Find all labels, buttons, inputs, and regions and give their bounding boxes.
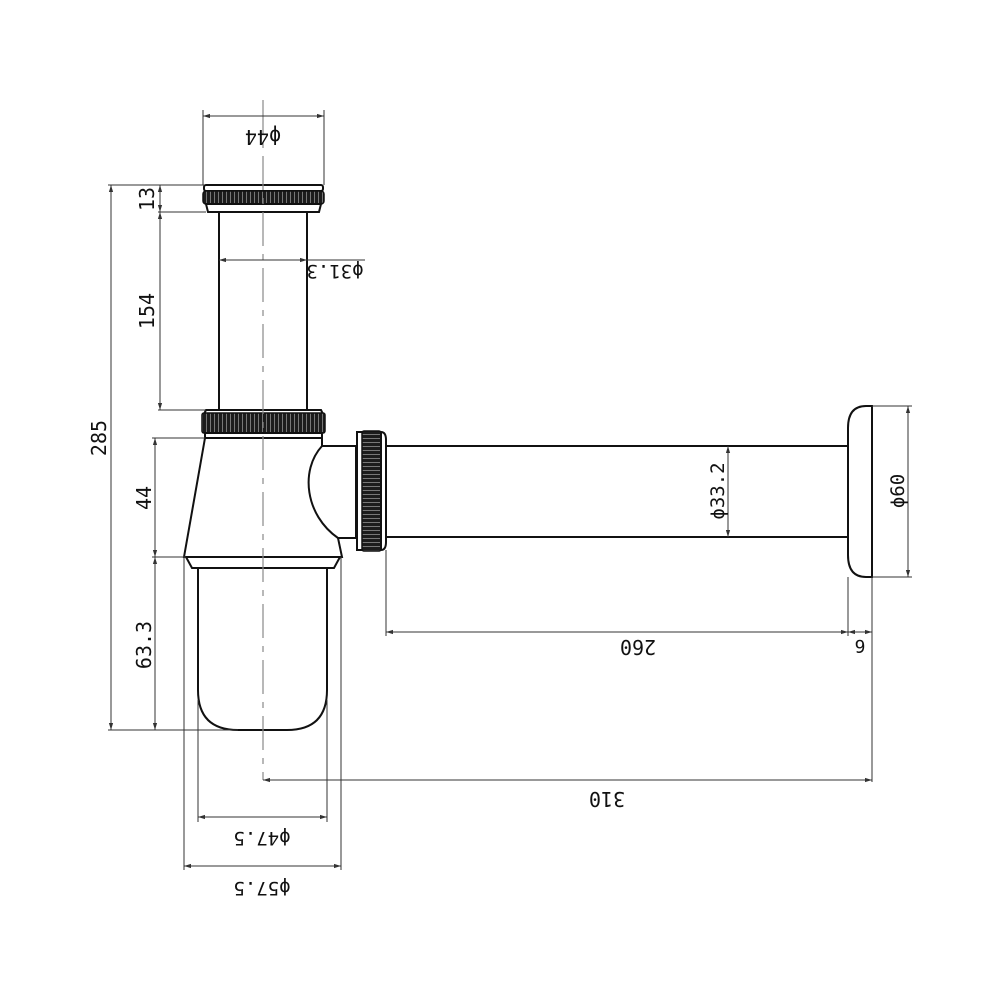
label-tailpiece-diameter: ϕ31.3: [306, 260, 363, 282]
label-flange-height: 13: [135, 187, 159, 211]
label-outlet-pipe-length: 260: [620, 635, 656, 659]
top-flange: [202, 184, 325, 213]
wall-flange: [847, 405, 873, 578]
dim-cup-inner-diameter: ϕ47.5: [197, 700, 328, 849]
dim-outlet-pipe-diameter: ϕ33.2: [707, 446, 731, 537]
label-tailpiece-length: 154: [135, 293, 159, 329]
dim-tailpiece-length: 154: [135, 212, 206, 411]
dim-wall-flange-thickness: 6: [848, 629, 872, 656]
label-cup-height: 63.3: [132, 621, 156, 669]
dim-outlet-pipe-length: 260: [385, 550, 873, 782]
dim-top-flange-diameter: ϕ44: [202, 110, 325, 185]
dim-body-outer-diameter: ϕ57.5: [183, 557, 342, 899]
outlet-pipe: [385, 445, 851, 538]
label-outlet-pipe-diameter: ϕ33.2: [707, 462, 729, 519]
outlet-knurled-nut: [356, 430, 387, 552]
dim-tailpiece-diameter: ϕ31.3: [219, 257, 365, 282]
label-wall-flange-thickness: 6: [855, 635, 866, 656]
dim-flange-height: 13: [135, 184, 206, 213]
dim-wall-flange-diameter: ϕ60: [872, 405, 912, 578]
label-overall-projection: 310: [589, 787, 625, 811]
dim-overall-height: 285: [87, 184, 238, 731]
dim-cup-height: 63.3: [132, 557, 158, 730]
label-wall-flange-diameter: ϕ60: [887, 474, 909, 508]
dim-body-height: 44: [132, 437, 205, 558]
dimensions: ϕ44 ϕ31.3 13 154 285: [87, 110, 912, 899]
label-body-outer-diameter: ϕ57.5: [233, 877, 290, 899]
trap-parts: [182, 184, 873, 731]
label-cup-inner-diameter: ϕ47.5: [233, 827, 290, 849]
label-top-flange-diameter: ϕ44: [245, 125, 281, 149]
label-overall-height: 285: [87, 420, 111, 456]
label-body-height: 44: [132, 486, 156, 510]
dim-overall-projection: 310: [263, 777, 872, 811]
